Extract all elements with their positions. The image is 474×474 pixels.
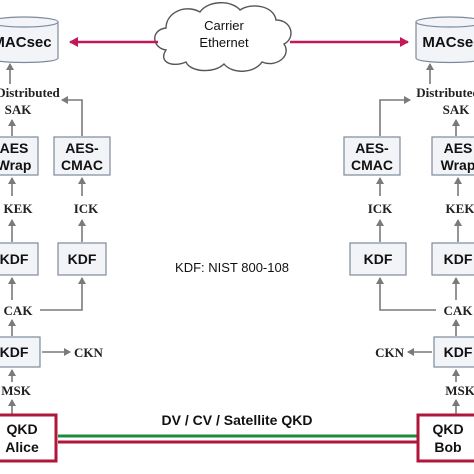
right-kdf-b-label: KDF <box>364 251 393 267</box>
right-kdf-a-label: KDF <box>444 251 473 267</box>
left-kdf-b-label: KDF <box>68 251 97 267</box>
left-kdf-b-box <box>57 242 107 276</box>
right-kdf-c-label: KDF <box>444 344 473 360</box>
left-qkd-alice-box <box>0 413 58 463</box>
right-kdf-c-box <box>433 336 474 368</box>
left-cak-label: CAK <box>4 303 34 318</box>
right-distributed-label: Distributed <box>416 85 474 100</box>
left-kek-label: KEK <box>4 201 34 216</box>
right-kdf-b-box <box>349 242 407 276</box>
left-macsec-database: MACsec <box>0 16 59 64</box>
right-kdf-a-box <box>431 242 474 276</box>
left-aes-cmac-line2: CMAC <box>61 157 103 173</box>
right-aes-wrap-line1: AES <box>444 140 473 156</box>
right-macsec-label: MACsec <box>422 34 474 51</box>
right-arrow-cmac-sak <box>379 96 411 136</box>
left-msk-label: MSK <box>1 383 32 398</box>
right-cak-label: CAK <box>444 303 474 318</box>
carrier-ethernet-cloud: Carrier Ethernet <box>154 2 292 72</box>
right-qkd-line1: QKD <box>432 421 463 437</box>
left-aes-cmac-line1: AES- <box>65 140 99 156</box>
left-aes-wrap-line2: Wrap <box>0 157 31 173</box>
right-qkd-bob-box <box>416 413 474 463</box>
right-kek-label: KEK <box>446 201 474 216</box>
right-aes-wrap-line2: Wrap <box>441 157 474 173</box>
left-kdf-a-box <box>0 242 39 276</box>
right-msk-label: MSK <box>445 383 474 398</box>
left-ick-label: ICK <box>74 201 99 216</box>
right-sak-label: SAK <box>443 102 471 117</box>
left-arrow-cak-kdfb <box>40 277 86 311</box>
left-kdf-c-box <box>0 336 41 368</box>
left-aes-cmac-box <box>53 136 111 176</box>
left-distributed-label: Distributed <box>0 85 61 100</box>
cloud-line-1: Carrier <box>204 18 244 33</box>
left-kdf-c-label: KDF <box>0 344 29 360</box>
right-ick-label: ICK <box>368 201 393 216</box>
left-ckn-label: CKN <box>74 345 104 360</box>
kdf-standard-note: KDF: NIST 800-108 <box>175 260 289 275</box>
right-aes-cmac-line1: AES- <box>355 140 389 156</box>
cloud-line-2: Ethernet <box>199 35 249 50</box>
right-arrow-cak-kdfb <box>376 277 436 311</box>
left-aes-wrap-line1: AES <box>0 140 28 156</box>
cloud-shape <box>154 2 292 72</box>
left-arrow-cmac-sak <box>61 96 83 136</box>
right-ckn-label: CKN <box>375 345 405 360</box>
left-sak-label: SAK <box>5 102 33 117</box>
left-qkd-line1: QKD <box>6 421 37 437</box>
right-aes-wrap-box <box>431 136 474 176</box>
left-qkd-line2: Alice <box>5 439 39 455</box>
right-qkd-line2: Bob <box>434 439 461 455</box>
left-kdf-a-label: KDF <box>0 251 29 267</box>
right-aes-cmac-box <box>343 136 401 176</box>
left-macsec-label: MACsec <box>0 34 52 51</box>
right-macsec-database: MACsec <box>415 16 474 64</box>
left-aes-wrap-box <box>0 136 39 176</box>
right-aes-cmac-line2: CMAC <box>351 157 393 173</box>
qkd-link-label: DV / CV / Satellite QKD <box>162 412 313 428</box>
